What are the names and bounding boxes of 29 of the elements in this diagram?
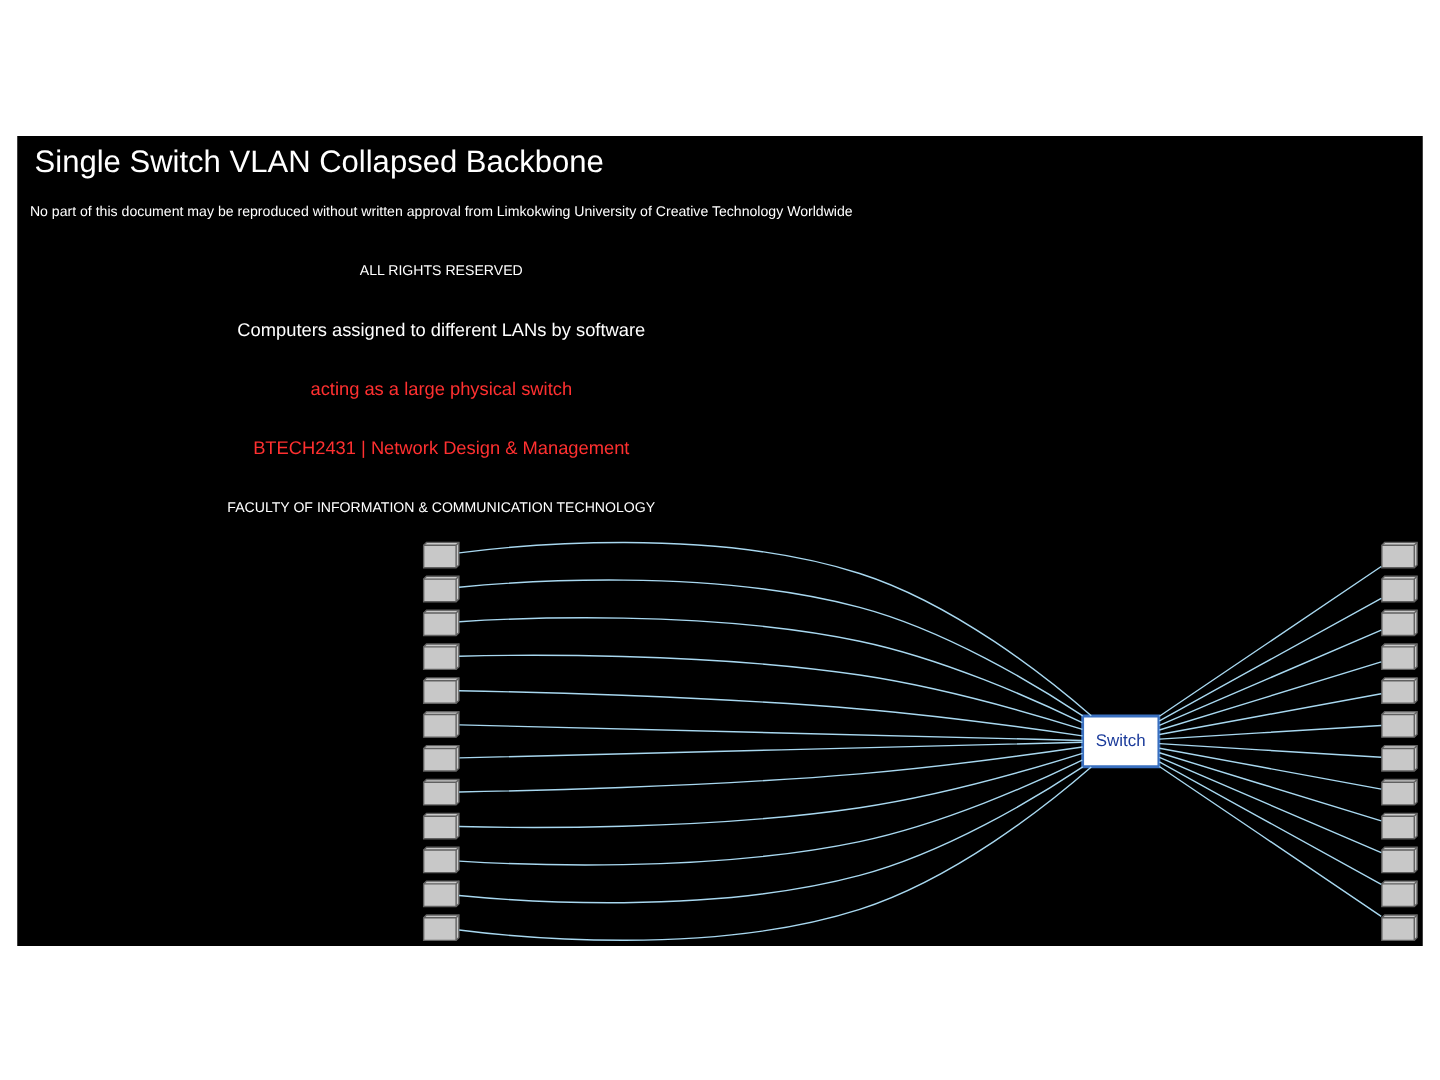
label: BTECH2431 | Network Design & Management — [253, 437, 630, 458]
connector — [458, 765, 1084, 903]
connector — [458, 740, 1084, 758]
connector — [458, 578, 1084, 716]
label: Computers assigned to different LANs by software — [237, 318, 646, 339]
label: acting as a large physical switch — [310, 377, 573, 398]
connector — [458, 758, 1083, 865]
connector — [1158, 596, 1382, 721]
connector — [1158, 564, 1382, 716]
connector — [458, 540, 1092, 716]
connector — [1158, 723, 1382, 739]
connector — [1158, 660, 1382, 730]
connector — [1158, 692, 1382, 735]
connector — [458, 745, 1084, 792]
connector — [458, 751, 1084, 828]
diagram-title: Single Switch VLAN Collapsed Backbone — [34, 145, 604, 180]
connector — [1158, 764, 1382, 916]
connector — [1158, 755, 1382, 853]
connector — [458, 653, 1084, 730]
connector — [1158, 746, 1382, 789]
connector — [1158, 751, 1382, 821]
connector — [1158, 741, 1382, 757]
connector — [1158, 628, 1382, 726]
connector — [1158, 760, 1382, 885]
connector — [458, 689, 1084, 736]
connector — [458, 765, 1092, 940]
connector — [458, 723, 1084, 741]
node-box: Switch — [1081, 713, 1161, 768]
connector — [458, 616, 1083, 723]
